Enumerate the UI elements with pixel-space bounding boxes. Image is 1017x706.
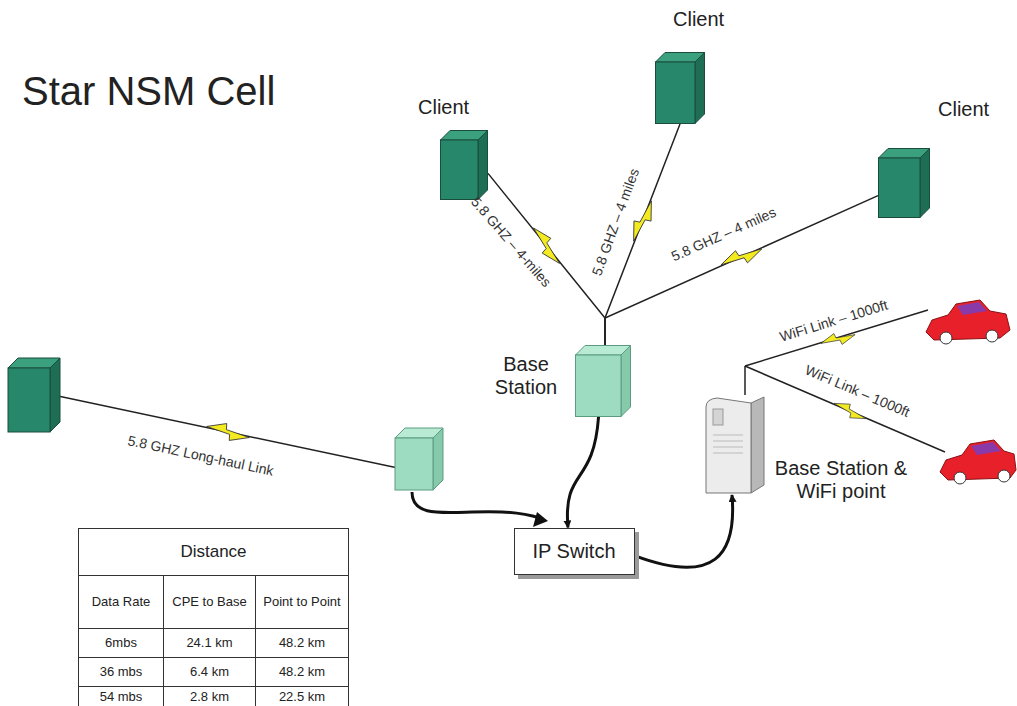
table-cell: 36 mbs xyxy=(78,657,164,687)
server-panel xyxy=(713,409,723,425)
client-cube xyxy=(440,130,488,200)
server-vent xyxy=(713,435,743,436)
cube-side xyxy=(621,346,631,417)
client-node: Client xyxy=(440,130,488,200)
link-connector xyxy=(635,495,733,567)
lightning-bolt xyxy=(718,240,765,273)
wifi-links xyxy=(745,310,945,452)
table-cell: 6mbs xyxy=(78,628,164,658)
link-label: 5.8 GHZ Long-haul Link xyxy=(126,432,275,479)
table-cell: 48.2 km xyxy=(255,657,349,687)
cube-front xyxy=(879,158,921,218)
server-vent xyxy=(713,453,743,454)
cube-front xyxy=(576,355,622,417)
table-cell: 6.4 km xyxy=(163,657,256,687)
link-label: 5.8 GHZ – 4 miles xyxy=(669,204,779,265)
server-vent xyxy=(713,447,743,448)
table-cell: 48.2 km xyxy=(255,628,349,658)
link-label: WiFi Link – 1000ft xyxy=(803,362,912,421)
cube-side xyxy=(695,53,705,124)
client-node: Client xyxy=(878,148,930,218)
car xyxy=(926,300,1010,344)
link-connector xyxy=(567,417,598,528)
table-text: 6mbs xyxy=(105,636,137,651)
table-cell: Point to Point xyxy=(255,575,349,629)
table-cell: 54 mbs xyxy=(78,686,164,706)
table-text: Data Rate xyxy=(92,595,151,610)
table-cell: 2.8 km xyxy=(163,686,256,706)
table-text: 24.1 km xyxy=(186,636,232,651)
server-side xyxy=(751,397,764,493)
node-label: Client xyxy=(938,98,1008,121)
table-text: Point to Point xyxy=(263,595,340,610)
server-icon xyxy=(705,395,765,495)
table-text: 2.8 km xyxy=(190,690,229,705)
base-station: Base Station xyxy=(575,345,631,417)
base-station-cube xyxy=(575,345,631,417)
server-vent xyxy=(713,441,743,442)
table-text: 36 mbs xyxy=(100,665,143,680)
server-front xyxy=(706,398,751,493)
switch-label: IP Switch xyxy=(533,540,616,563)
node-label: Base Station xyxy=(483,353,569,399)
car xyxy=(940,440,1016,484)
client-cube xyxy=(878,148,930,218)
link-label: 5.8 GHZ – 4-miles xyxy=(468,194,555,290)
cube-front xyxy=(656,62,696,124)
table-cell: Distance xyxy=(78,528,349,576)
connector-line xyxy=(488,173,605,349)
node-label: Base Station & WiFi point xyxy=(771,457,911,503)
table-text: 22.5 km xyxy=(279,690,325,705)
table-text: 48.2 km xyxy=(279,636,325,651)
lightning-bolt xyxy=(627,198,658,245)
cube-side xyxy=(920,149,930,218)
link-connector xyxy=(488,173,605,349)
table-cell: 24.1 km xyxy=(163,628,256,658)
connector-line xyxy=(635,495,733,567)
connector-line xyxy=(567,417,598,528)
wifi-base-station: Base Station & WiFi point xyxy=(705,395,765,495)
cube-front xyxy=(441,140,479,200)
cube-side xyxy=(478,131,488,200)
node-label: Client xyxy=(418,96,488,119)
client-node: Client xyxy=(655,52,705,124)
node-label: Client xyxy=(673,8,743,31)
table-cell: CPE to Base xyxy=(163,575,256,629)
long-haul-link xyxy=(8,358,548,527)
table-text: 48.2 km xyxy=(279,665,325,680)
diagram-title: Star NSM Cell xyxy=(22,68,275,114)
table-cell: Data Rate xyxy=(78,575,164,629)
table-text: 6.4 km xyxy=(190,665,229,680)
client-cube xyxy=(655,52,705,124)
switch-box: IP Switch xyxy=(514,528,635,575)
table-text: Distance xyxy=(180,542,246,562)
table-text: 54 mbs xyxy=(100,690,143,705)
table-text: CPE to Base xyxy=(172,595,246,610)
table-cell: 22.5 km xyxy=(255,686,349,706)
